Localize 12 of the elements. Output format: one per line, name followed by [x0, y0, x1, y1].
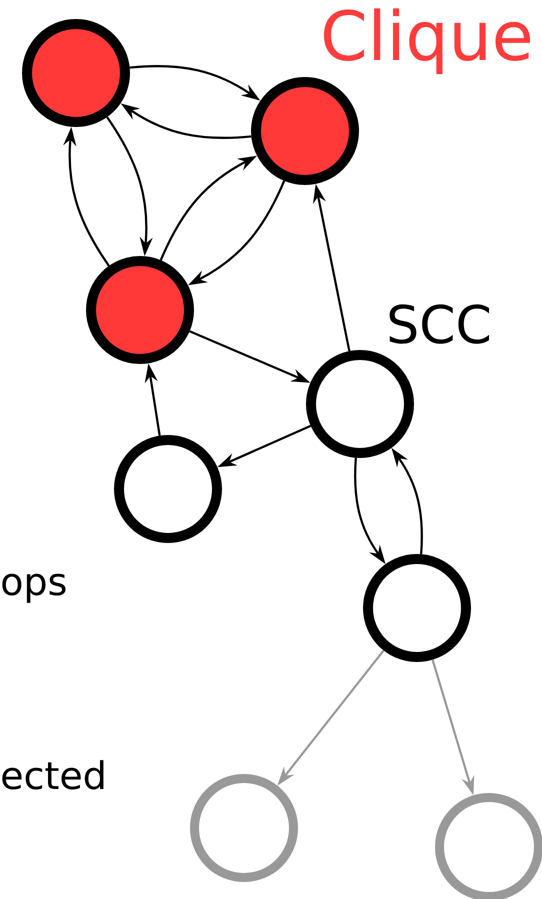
- graph-node: [86, 256, 194, 364]
- label-text: ops: [2, 574, 66, 603]
- label-text: SCC: [390, 304, 490, 344]
- label-text: ected: [2, 760, 104, 790]
- graph-node: [22, 19, 130, 127]
- graph-node: [251, 77, 359, 185]
- graph-node: [114, 435, 222, 543]
- graph-node: [190, 774, 298, 882]
- graph-node: [306, 350, 414, 458]
- label-text: Clique: [324, 8, 530, 74]
- graph-node: [435, 793, 542, 899]
- graph-node: [363, 554, 471, 662]
